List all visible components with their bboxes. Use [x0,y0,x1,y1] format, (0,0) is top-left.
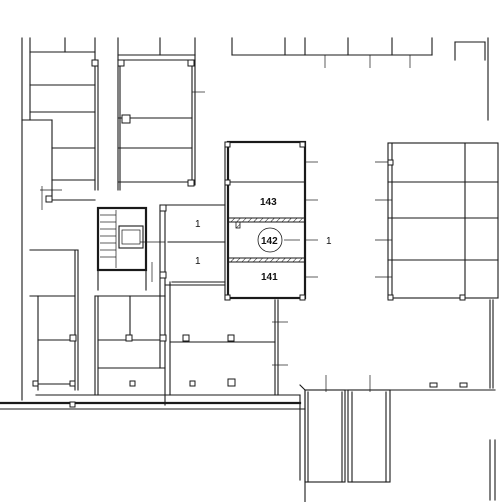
top-right-walls [231,37,489,121]
right-room-bank [375,142,499,299]
room-141-label: 141 [261,272,278,283]
room-labels: 143 142 141 1 1 1 [195,197,332,283]
room-142-marker [257,227,283,253]
room-142-label: 142 [261,236,278,247]
corridor-upper-tag: 1 [195,219,201,230]
room-143-label: 143 [260,197,277,208]
open-area-tag: 1 [326,236,332,247]
lower-center-rooms [169,281,288,396]
corridor-lower-tag: 1 [195,256,201,267]
left-wing-walls [0,37,306,410]
structural-columns [32,59,468,408]
center-room-block [226,140,318,300]
central-corridor [140,141,229,301]
lower-right-walls [299,299,496,502]
stair-core [96,206,148,291]
